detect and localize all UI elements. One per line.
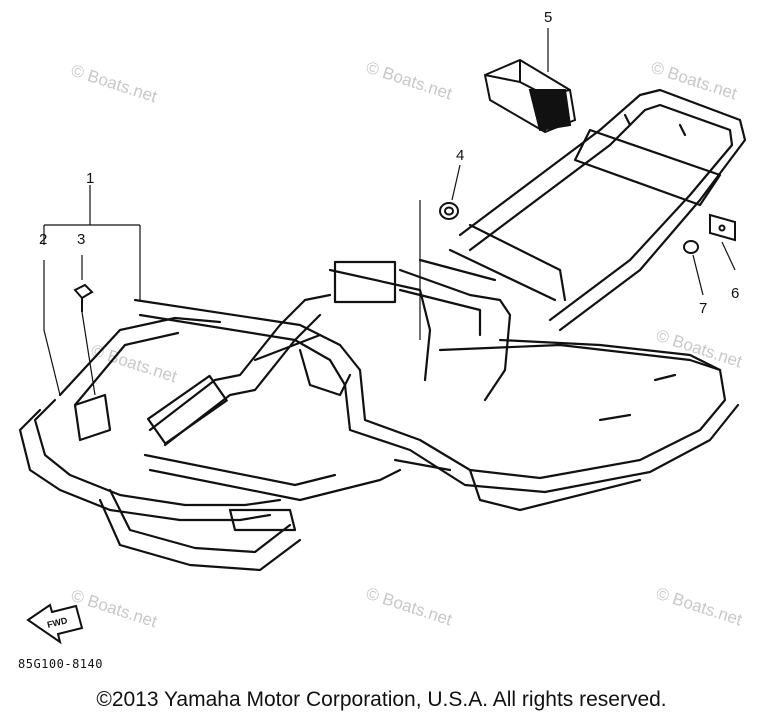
callout-6: 6: [731, 285, 739, 302]
diagram-code: 85G100-8140: [18, 657, 103, 671]
callout-4: 4: [456, 147, 464, 164]
watermark: © Boats.net: [364, 584, 455, 630]
copyright-text: ©2013 Yamaha Motor Corporation, U.S.A. A…: [96, 688, 667, 711]
fwd-label: FWD: [46, 615, 69, 630]
watermark: © Boats.net: [654, 584, 745, 630]
watermark: © Boats.net: [69, 61, 160, 107]
watermark: © Boats.net: [364, 58, 455, 104]
callout-7: 7: [699, 300, 707, 317]
callout-2: 2: [39, 231, 47, 248]
go-kart-frame: [18, 88, 747, 572]
callout-3: 3: [77, 231, 85, 248]
watermark: © Boats.net: [649, 58, 740, 104]
callout-5: 5: [544, 9, 552, 26]
battery-box: [483, 58, 577, 134]
callout-1: 1: [86, 170, 94, 187]
small-parts: [73, 202, 736, 312]
callouts: 1 2 3 4 5 6 7: [39, 9, 739, 317]
leader-lines: [43, 28, 736, 396]
watermark: © Boats.net: [654, 326, 745, 372]
watermark: © Boats.net: [69, 586, 160, 632]
watermarks: © Boats.net © Boats.net © Boats.net © Bo…: [69, 58, 745, 632]
fwd-arrow-icon: FWD: [26, 603, 84, 645]
